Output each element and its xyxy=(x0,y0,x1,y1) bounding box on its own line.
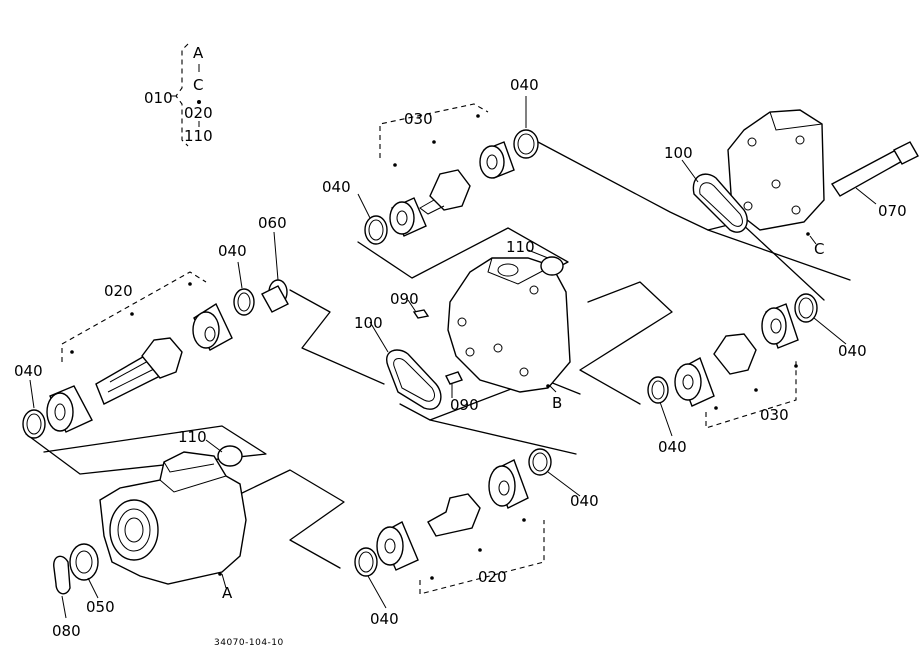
housing-a xyxy=(53,445,247,595)
pin-090-b xyxy=(445,371,463,385)
bracket-030-right xyxy=(705,360,797,429)
label-100-top: 100 xyxy=(664,144,693,162)
label-040-lowright: 040 xyxy=(570,492,599,510)
gear-set-020-lower xyxy=(354,448,552,595)
label-090-b: 090 xyxy=(450,396,479,414)
bolt-070 xyxy=(830,149,906,197)
callout-labels: 040 030 040 100 070 C 060 040 020 040 11… xyxy=(14,76,907,640)
gear-set-020-upper xyxy=(22,271,289,439)
label-110-mid: 110 xyxy=(506,238,535,256)
legend-item-c: C xyxy=(193,76,203,94)
legend-item-110: 110 xyxy=(184,127,213,145)
plate-body xyxy=(447,257,571,393)
snap-ring-080 xyxy=(53,555,71,595)
legend-parent-label: 010 xyxy=(144,89,173,107)
cover-c xyxy=(692,109,919,236)
label-070: 070 xyxy=(878,202,907,220)
gear-shaft-lower xyxy=(427,493,481,537)
seal-ring-040-mid xyxy=(233,288,255,316)
gear-set-030-top xyxy=(364,103,539,245)
label-050: 050 xyxy=(86,598,115,616)
o-ring-110-top xyxy=(540,256,564,276)
plate-b xyxy=(386,256,571,410)
label-040-rightlow: 040 xyxy=(658,438,687,456)
label-a: A xyxy=(222,584,233,602)
label-100-mid: 100 xyxy=(354,314,383,332)
bracket-020-upper xyxy=(61,271,207,362)
drawing-number: 34070-104-10 xyxy=(214,638,284,648)
label-020-low: 020 xyxy=(478,568,507,586)
label-040-top: 040 xyxy=(510,76,539,94)
label-b: B xyxy=(552,394,562,412)
label-c: C xyxy=(814,240,824,258)
legend-item-020: 020 xyxy=(184,104,213,122)
seal-050 xyxy=(69,543,99,581)
assembly-legend: 010 A C 020 110 xyxy=(144,43,213,147)
bracket-030-top xyxy=(379,103,489,158)
leader-lines xyxy=(29,96,877,619)
bracket-020-lower xyxy=(419,520,545,595)
label-020-top: 020 xyxy=(104,282,133,300)
o-ring-110-low xyxy=(217,445,243,467)
gear-shaft-top xyxy=(429,169,471,211)
label-040-right: 040 xyxy=(838,342,867,360)
label-080: 080 xyxy=(52,622,81,640)
label-040-left: 040 xyxy=(14,362,43,380)
seal-ring-040-lowright xyxy=(528,448,552,476)
label-110-low: 110 xyxy=(178,428,207,446)
gear-shaft-right xyxy=(713,333,757,375)
label-040-mid: 040 xyxy=(218,242,247,260)
label-060: 060 xyxy=(258,214,287,232)
gear-set-030-right xyxy=(647,293,818,429)
cover-body xyxy=(727,109,825,231)
label-030-right: 030 xyxy=(760,406,789,424)
pin-090-a xyxy=(412,309,430,319)
legend-item-a: A xyxy=(193,44,204,62)
label-030-top: 030 xyxy=(404,110,433,128)
label-090-a: 090 xyxy=(390,290,419,308)
label-040-bottom: 040 xyxy=(370,610,399,628)
o-ring-100-mid xyxy=(386,349,442,410)
label-040-topleft: 040 xyxy=(322,178,351,196)
seal-ring-040-rightlow xyxy=(647,376,669,404)
